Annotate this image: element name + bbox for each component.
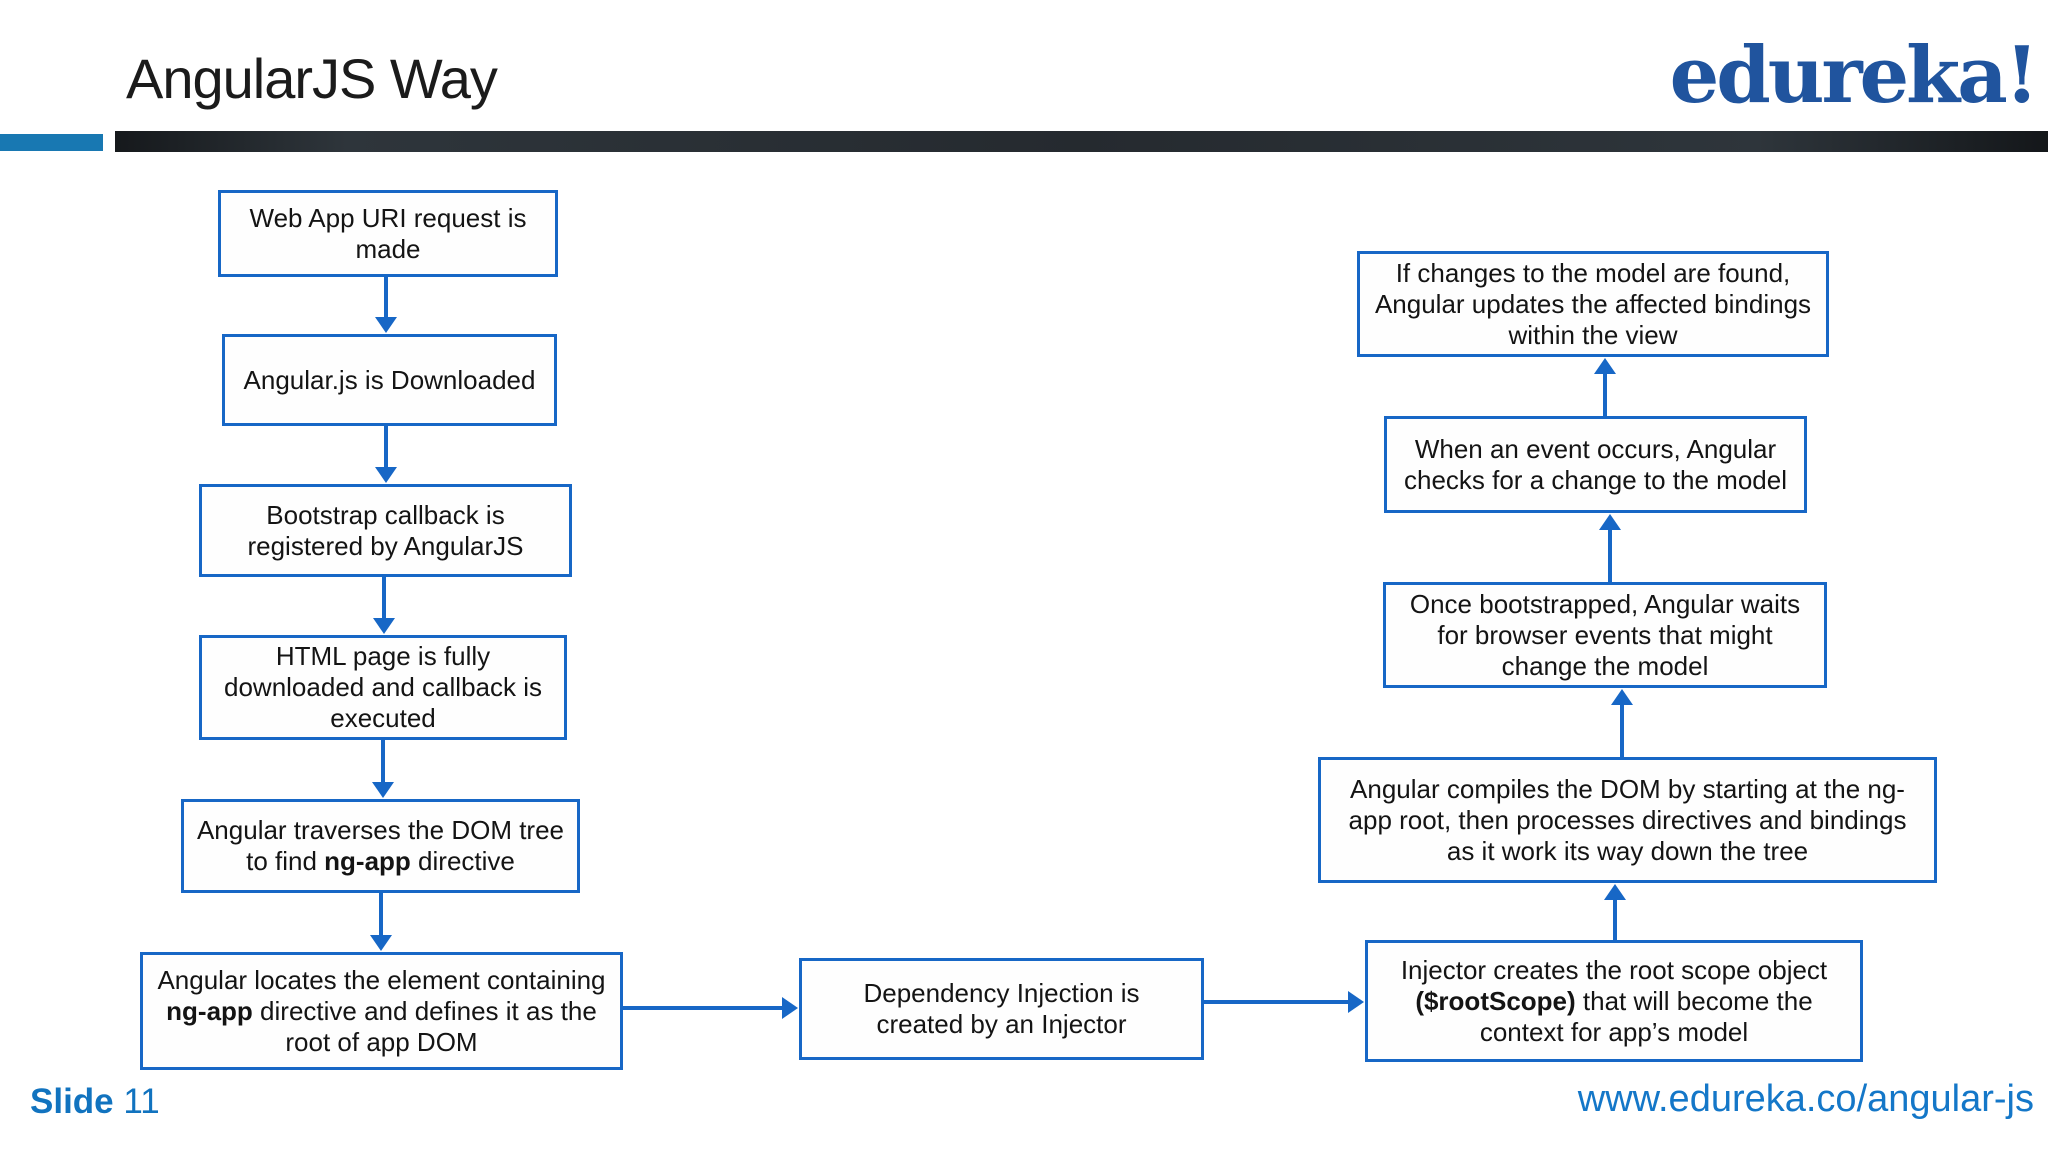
page-title: AngularJS Way [126,47,498,110]
divider-dark-bar [115,131,2048,152]
box-text: Dependency Injection is created by an In… [863,978,1140,1039]
arrow-right-di-to-injector [1204,1000,1349,1004]
box-text: Web App URI request is made [249,202,527,264]
arrow-up-compile-to-wait [1620,704,1624,757]
arrow-up-injector-to-compile [1613,899,1617,940]
arrow-down-downloaded-to-bootstrap [384,426,388,468]
arrow-right-locate-to-di [623,1006,783,1010]
arrow-up-wait-to-event [1608,529,1612,582]
box-text: Bootstrap callback is registered by Angu… [247,499,524,561]
flow-box-update-bindings: If changes to the model are found, Angul… [1357,251,1829,357]
box-text: If changes to the model are found, Angul… [1374,257,1812,350]
flow-box-injector-rootscope: Injector creates the root scope object (… [1365,940,1863,1062]
flow-box-dependency-injection: Dependency Injection is created by an In… [799,958,1204,1060]
flow-box-traverse-dom: Angular traverses the DOM tree to find n… [181,799,580,893]
edureka-logo: edureka! [1669,30,2039,121]
flow-box-event-check: When an event occurs, Angular checks for… [1384,416,1807,513]
flow-box-angularjs-downloaded: Angular.js is Downloaded [222,334,557,426]
slide-number-value: 11 [123,1082,160,1121]
box-text: Angular locates the element containing n… [157,964,606,1057]
slide-number-label: Slide [30,1082,114,1121]
box-text: Angular.js is Downloaded [243,364,536,395]
flow-box-wait-browser-events: Once bootstrapped, Angular waits for bro… [1383,582,1827,688]
box-text: Angular traverses the DOM tree to find n… [196,815,565,876]
box-text: Injector creates the root scope object (… [1400,954,1828,1047]
flow-box-html-downloaded: HTML page is fully downloaded and callba… [199,635,567,740]
box-text: Once bootstrapped, Angular waits for bro… [1409,588,1801,681]
flow-box-locate-ngapp: Angular locates the element containing n… [140,952,623,1070]
arrow-down-traverse-to-locate [379,893,383,936]
box-text: HTML page is fully downloaded and callba… [224,641,542,733]
footer-url-link[interactable]: www.edureka.co/angular-js [1577,1078,2034,1120]
arrow-down-html-to-traverse [381,740,385,783]
divider-blue-segment [0,134,103,151]
arrow-down-uri-to-downloaded [384,277,388,318]
arrow-down-bootstrap-to-html [382,577,386,619]
box-text: Angular compiles the DOM by starting at … [1348,773,1907,866]
arrow-up-event-to-update [1603,373,1607,416]
slide-number: Slide 11 [30,1082,160,1122]
flow-box-compile-dom: Angular compiles the DOM by starting at … [1318,757,1937,883]
flow-box-uri-request: Web App URI request is made [218,190,558,277]
flow-box-bootstrap-callback: Bootstrap callback is registered by Angu… [199,484,572,577]
box-text: When an event occurs, Angular checks for… [1403,433,1787,495]
